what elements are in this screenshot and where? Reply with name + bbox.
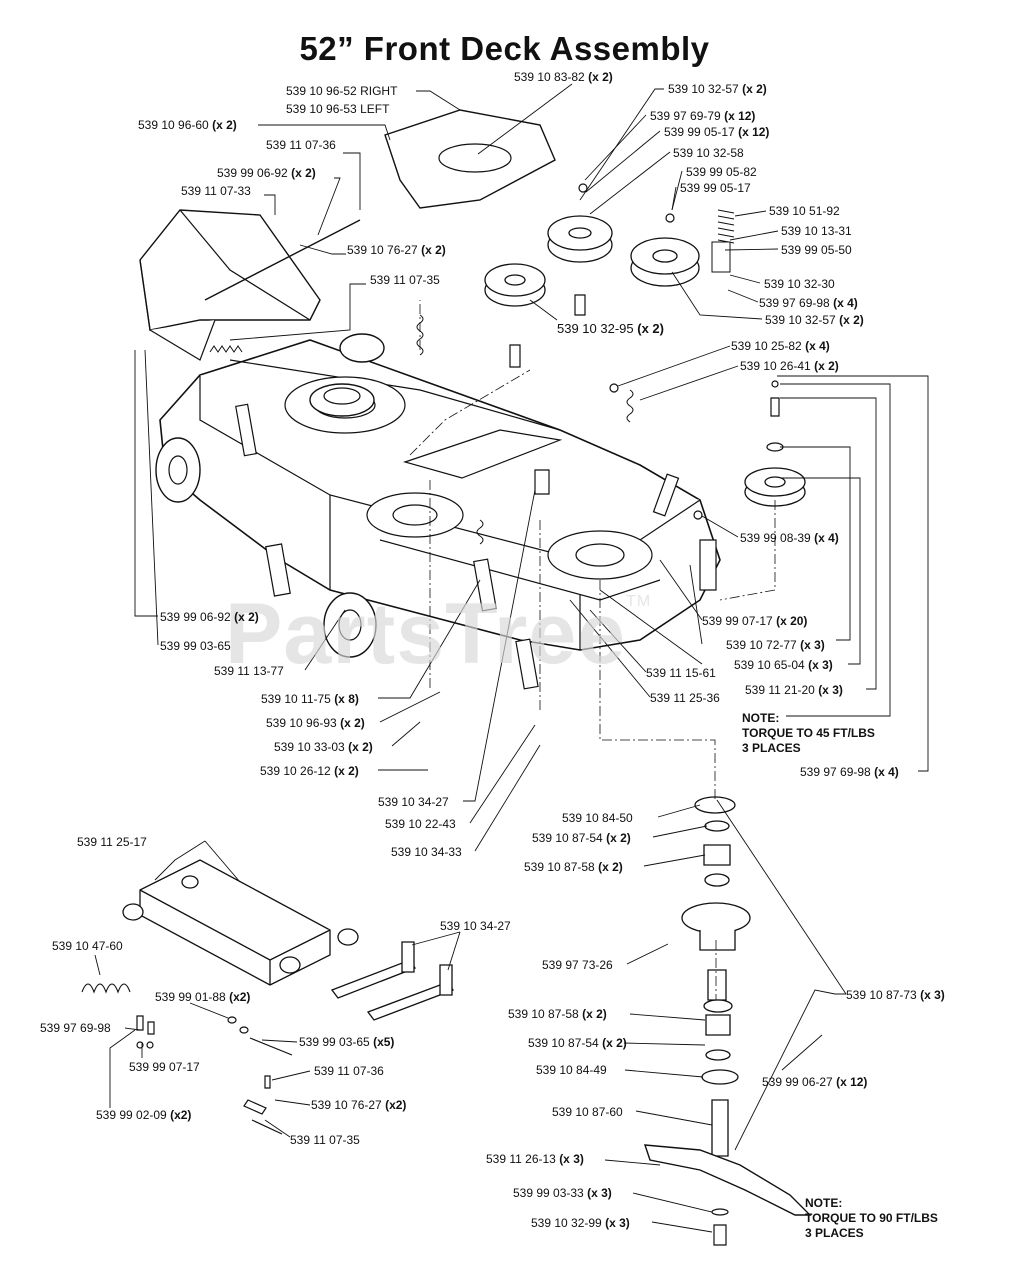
part-label: 539 11 07-33 [181,184,251,198]
torque-note-45: NOTE: TORQUE TO 45 FT/LBS 3 PLACES [742,711,875,755]
part-label: 539 10 65-04 (x 3) [734,658,833,672]
gauge-wheel-bottom [324,593,376,657]
partstree-watermark: PartsTreeTM [225,586,652,682]
deck-brackets [236,404,716,689]
tension-spring [712,210,734,272]
part-label: 539 10 87-73 (x 3) [846,988,945,1002]
part-label: 539 10 32-30 [764,277,835,291]
idler-pulley-1 [485,264,545,306]
part-label: 539 99 03-65 (x5) [299,1035,395,1049]
part-label: 539 99 02-09 (x2) [96,1108,192,1122]
belt-cover [385,110,555,208]
part-label: 539 10 96-60 (x 2) [138,118,237,132]
part-label: 539 10 87-54 (x 2) [528,1036,627,1050]
part-label: 539 99 06-92 (x 2) [217,166,316,180]
part-label: 539 10 84-49 [536,1063,607,1077]
part-label: 539 99 03-65 [160,639,231,653]
part-label: 539 10 26-12 (x 2) [260,764,359,778]
part-label: 539 10 47-60 [52,939,123,953]
deck-cover-plate [405,430,560,478]
gauge-wheel-front-left [340,334,384,362]
part-label: 539 11 07-35 [290,1133,360,1147]
part-label: 539 10 96-93 (x 2) [266,716,365,730]
part-label: 539 11 07-36 [314,1064,384,1078]
part-label: 539 10 87-58 (x 2) [524,860,623,874]
torque-note-90: NOTE: TORQUE TO 90 FT/LBS 3 PLACES [805,1196,938,1240]
lift-frame [123,860,358,985]
extension-spring [82,984,130,992]
part-label: 539 11 07-36 [266,138,336,152]
part-label: 539 97 69-98 [40,1021,111,1035]
part-label: 539 11 25-36 [650,691,720,705]
idler-pulley-2 [548,216,612,262]
part-label: 539 97 73-26 [542,958,613,972]
part-label: 539 10 33-03 (x 2) [274,740,373,754]
mower-blade [645,1145,810,1215]
part-label: 539 10 87-54 (x 2) [532,831,631,845]
discharge-chute [140,210,320,360]
deck-pulley [310,384,374,416]
deck-opening-right [548,531,652,579]
part-label: 539 97 69-98 (x 4) [800,765,899,779]
part-label: 539 10 34-33 [391,845,462,859]
spindle-assembly [682,797,750,1156]
lift-arms [332,942,453,1020]
part-label: 539 10 83-82 (x 2) [514,70,613,84]
chain-links [417,315,633,544]
part-label: 539 97 69-98 (x 4) [759,296,858,310]
part-label: 539 10 51-92 [769,204,840,218]
part-label: 539 10 96-52 RIGHT [286,84,398,98]
part-label: 539 10 13-31 [781,224,852,238]
part-label: 539 99 07-17 (x 20) [702,614,808,628]
part-label: 539 99 08-39 (x 4) [740,531,839,545]
deck-opening-center [367,493,463,537]
part-label: 539 99 07-17 [129,1060,200,1074]
part-label: 539 10 25-82 (x 4) [731,339,830,353]
part-label: 539 10 87-60 [552,1105,623,1119]
part-label: 539 99 06-27 (x 12) [762,1075,868,1089]
part-label: 539 10 32-57 (x 2) [765,313,864,327]
part-label: 539 10 32-58 [673,146,744,160]
page-title: 52” Front Deck Assembly [299,30,710,67]
part-label: 539 10 76-27 (x 2) [347,243,446,257]
spindle-pulley-right [745,468,805,506]
part-label: 539 10 34-27 [440,919,511,933]
part-label: 539 99 03-33 (x 3) [513,1186,612,1200]
part-label: 539 10 84-50 [562,811,633,825]
part-label: 539 10 32-99 (x 3) [531,1216,630,1230]
idler-pulley-3 [631,238,699,286]
part-label: 539 11 15-61 [646,666,716,680]
part-label: 539 10 11-75 (x 8) [261,692,359,706]
right-callout-brackets [717,376,928,994]
part-label: 539 11 21-20 (x 3) [745,683,843,697]
leader-lines [95,84,846,1232]
part-label: 539 10 72-77 (x 3) [726,638,825,652]
part-label: 539 10 87-58 (x 2) [508,1007,607,1021]
part-label: 539 10 22-43 [385,817,456,831]
chute-pin [205,220,360,300]
part-label: 539 10 34-27 [378,795,449,809]
blade-bolt [712,1209,728,1245]
center-lines [410,300,775,1000]
part-label: 539 11 07-35 [370,273,440,287]
part-label: 539 11 26-13 (x 3) [486,1152,584,1166]
part-label: 539 99 01-88 (x2) [155,990,251,1004]
part-label: 539 99 05-17 (x 12) [664,125,770,139]
small-hardware [510,184,783,519]
part-label: 539 11 13-77 [214,664,284,678]
part-label: 539 11 25-17 [77,835,147,849]
part-label: 539 10 26-41 (x 2) [740,359,839,373]
part-label: 539 10 32-57 (x 2) [668,82,767,96]
part-label: 539 99 05-50 [781,243,852,257]
part-label: 539 99 05-82 [686,165,757,179]
part-label: 539 99 06-92 (x 2) [160,610,259,624]
part-label: 539 99 05-17 [680,181,751,195]
part-label: 539 97 69-79 (x 12) [650,109,756,123]
chute-spring [210,346,242,352]
gauge-wheel-left [156,438,200,502]
part-label: 539 10 96-53 LEFT [286,102,390,116]
part-label: 539 10 76-27 (x2) [311,1098,407,1112]
part-label: 539 10 32-95 (x 2) [557,321,664,336]
